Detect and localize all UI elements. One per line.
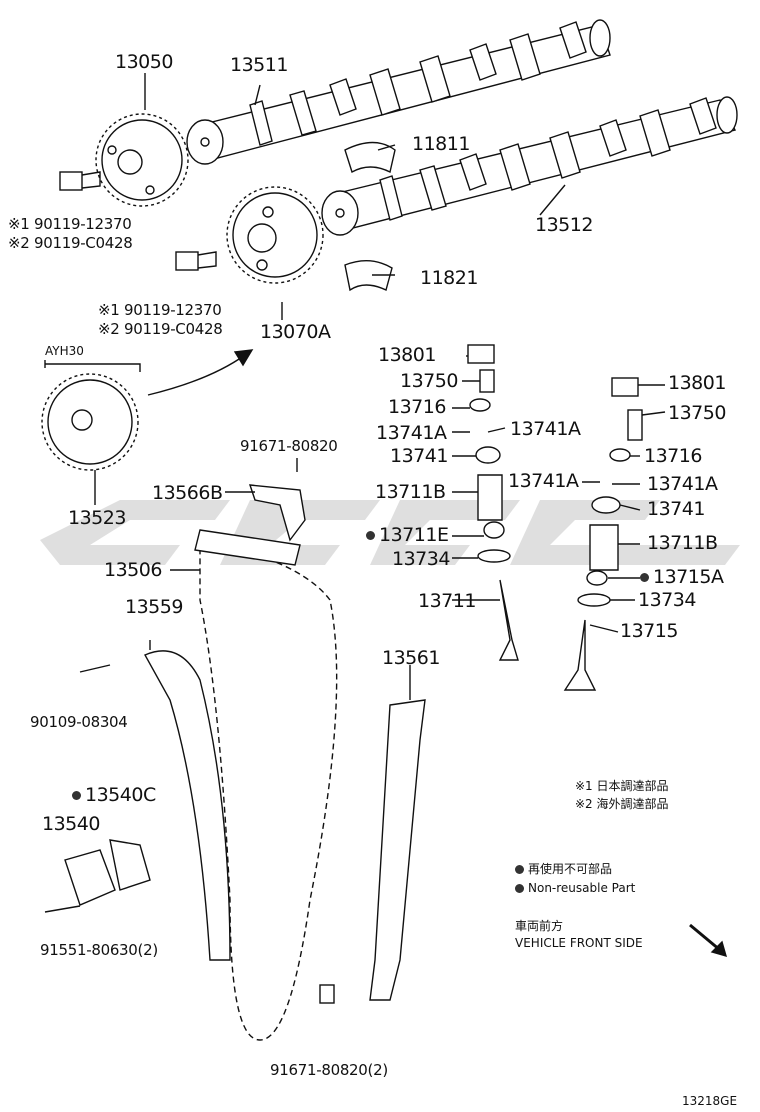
label-right-13741[interactable]: 13741 (647, 498, 705, 520)
tensioner-arm (144, 650, 231, 961)
label-91551-80630[interactable]: 91551-80630(2) (40, 941, 158, 959)
label-91671-80820-2[interactable]: 91671-80820(2) (270, 1061, 388, 1079)
label-right-13741A-l[interactable]: 13741A (508, 470, 579, 492)
note-overseas-sourced: ※2 海外調達部品 (575, 797, 669, 811)
tensioner-13540 (64, 839, 151, 906)
leader-lines (144, 73, 666, 700)
nonreusable-dot-icon (366, 531, 375, 540)
label-right-13715A[interactable]: 13715A (640, 567, 724, 587)
gear-13050 (95, 113, 189, 207)
line-art (41, 19, 738, 1041)
nonreusable-dot-icon (515, 884, 524, 893)
nonreusable-dot-icon (515, 865, 524, 874)
label-bolt1-a[interactable]: ※1 90119-12370 (8, 215, 132, 233)
label-13540C[interactable]: 13540C (72, 785, 156, 805)
valve-right (563, 377, 643, 691)
label-right-13801[interactable]: 13801 (668, 372, 726, 394)
label-right-13750[interactable]: 13750 (668, 402, 726, 424)
label-13540[interactable]: 13540 (42, 813, 100, 835)
label-right-13716[interactable]: 13716 (644, 445, 702, 467)
label-91671-80820[interactable]: 91671-80820 (240, 437, 338, 455)
valve-left (467, 344, 519, 661)
label-left-13734[interactable]: 13734 (392, 548, 450, 570)
label-13511[interactable]: 13511 (230, 54, 288, 76)
label-left-13711B[interactable]: 13711B (375, 481, 446, 503)
label-left-13711E[interactable]: 13711E (366, 525, 449, 545)
label-11821[interactable]: 11821 (420, 267, 478, 289)
label-13523[interactable]: 13523 (68, 507, 126, 529)
label-left-13741A-r[interactable]: 13741A (510, 418, 581, 440)
label-left-13750[interactable]: 13750 (400, 370, 458, 392)
label-bolt2-a[interactable]: ※1 90119-12370 (98, 301, 222, 319)
label-13561[interactable]: 13561 (382, 647, 440, 669)
nonreusable-dot-icon (72, 791, 81, 800)
note-japan-sourced: ※1 日本調達部品 (575, 779, 669, 793)
label-right-13741A-r[interactable]: 13741A (647, 473, 718, 495)
camshaft-exhaust (321, 96, 738, 236)
label-bolt1-b[interactable]: ※2 90119-C0428 (8, 234, 133, 252)
label-right-13711B[interactable]: 13711B (647, 532, 718, 554)
camshaft-intake (186, 19, 611, 165)
bearing-11811 (344, 141, 396, 174)
label-left-13711[interactable]: 13711 (418, 590, 476, 612)
label-left-13716[interactable]: 13716 (388, 396, 446, 418)
bolt-lower (175, 251, 217, 271)
label-right-13734[interactable]: 13734 (638, 589, 696, 611)
label-13070A[interactable]: 13070A (260, 321, 331, 343)
chain-guide (369, 699, 426, 1001)
label-13566B[interactable]: 13566B (152, 482, 223, 504)
label-ayh30: AYH30 (45, 344, 84, 358)
label-13506[interactable]: 13506 (104, 559, 162, 581)
legend-nonreusable-jp: 再使用不可部品 (515, 861, 612, 877)
label-right-13715[interactable]: 13715 (620, 620, 678, 642)
label-bolt2-b[interactable]: ※2 90119-C0428 (98, 320, 223, 338)
bolt-upper (59, 171, 101, 191)
label-13559[interactable]: 13559 (125, 596, 183, 618)
label-left-13741A-l[interactable]: 13741A (376, 422, 447, 444)
figure-id: 13218GE (682, 1094, 738, 1108)
label-11811[interactable]: 11811 (412, 133, 470, 155)
nonreusable-dot-icon (640, 573, 649, 582)
front-arrow (689, 923, 721, 952)
gear-13070A (226, 186, 324, 284)
bearing-11821 (344, 260, 393, 292)
front-side-jp: 車両前方 (515, 919, 564, 933)
label-left-13741[interactable]: 13741 (390, 445, 448, 467)
front-side-en: VEHICLE FRONT SIDE (515, 936, 643, 950)
label-left-13801[interactable]: 13801 (378, 344, 436, 366)
label-13512[interactable]: 13512 (535, 214, 593, 236)
legend-nonreusable-en: Non-reusable Part (515, 880, 635, 896)
sprocket-13523 (41, 373, 139, 471)
timing-chain (199, 539, 338, 1041)
label-13050[interactable]: 13050 (115, 51, 173, 73)
label-90109-08304[interactable]: 90109-08304 (30, 713, 128, 731)
